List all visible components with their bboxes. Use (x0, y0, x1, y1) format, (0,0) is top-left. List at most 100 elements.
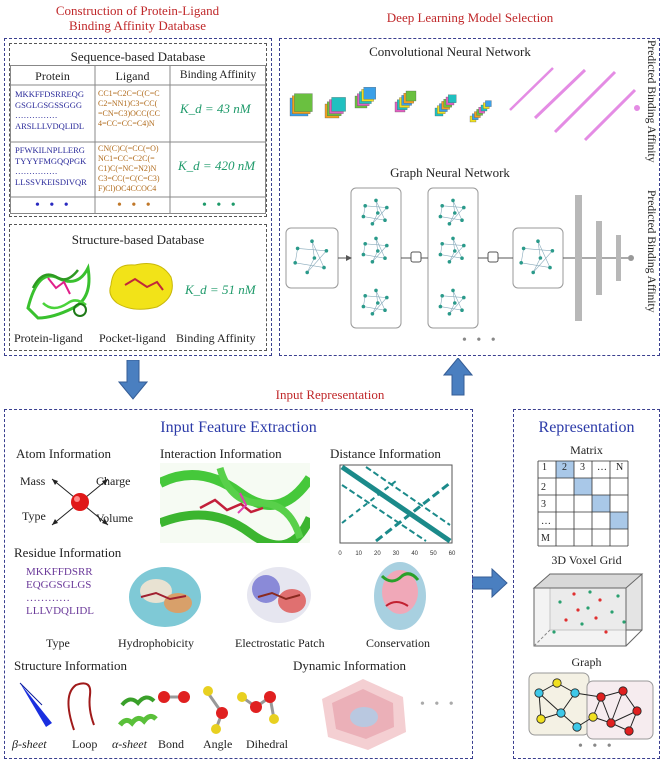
voxel-point (586, 606, 590, 610)
gnn-node (361, 252, 366, 257)
matrix-col-2: 2 (562, 462, 567, 473)
label-binding-affinity: Binding Affinity (176, 331, 256, 345)
graph-node (624, 726, 634, 736)
model-more-ellipsis: • • • (462, 333, 499, 348)
sequence-db-box (9, 43, 267, 217)
gnn-node (363, 204, 367, 208)
gnn-node (374, 236, 378, 241)
cnn-diagram (289, 67, 640, 142)
gnn-node (462, 295, 466, 300)
gnn-node (324, 249, 329, 253)
atom-label-mass: Mass (20, 474, 46, 488)
gnn-node (438, 304, 443, 309)
gnn-node (440, 204, 444, 208)
gnn-node (438, 214, 443, 219)
matrix-row-m: M (541, 533, 550, 544)
dynamic-info-title: Dynamic Information (293, 658, 406, 673)
residue-label-hydrophobicity: Hydrophobicity (118, 636, 194, 650)
voxel-title: 3D Voxel Grid (551, 553, 622, 567)
graph-node (534, 688, 544, 698)
gnn-title: Graph Neural Network (390, 165, 510, 180)
protein-ellipsis: • • • (35, 198, 72, 213)
gnn-node (305, 270, 309, 275)
sequence-db-title: Sequence-based Database (70, 49, 206, 64)
gnn-node (451, 236, 455, 241)
gnn-node (451, 198, 455, 203)
gnn-node (440, 294, 444, 298)
gnn-node (447, 312, 452, 316)
gnn-node (453, 301, 457, 305)
matrix-row-ellipsis: … (541, 516, 551, 527)
matrix-col-ellipsis: … (597, 462, 607, 473)
graph-node (556, 708, 566, 718)
gnn-node (548, 265, 552, 270)
gnn-node (376, 211, 380, 215)
distance-tick-label: 50 (430, 551, 437, 557)
kd-value-1: K_d = 43 nM (180, 101, 251, 116)
structure-db-box (9, 224, 267, 351)
dynamic-more-ellipsis: • • • (420, 697, 457, 712)
distance-info-title: Distance Information (330, 446, 441, 461)
deep-learning-header: Deep Learning Model Selection (386, 10, 554, 25)
gnn-node (460, 256, 464, 260)
gnn-node (374, 198, 378, 203)
gnn-node (370, 312, 375, 316)
feature-extraction-panel (4, 409, 473, 759)
atom-label-type: Type (22, 509, 46, 523)
gnn-node (383, 256, 387, 260)
cnn-layer (331, 97, 346, 112)
pocket-ligand-structure-image (109, 263, 173, 310)
construction-header: Construction of Protein-Ligand Binding A… (55, 3, 220, 33)
struct-label-alpha: α-sheet (112, 737, 147, 751)
gnn-node (361, 214, 366, 219)
voxel-point (580, 622, 584, 626)
gnn-node (295, 246, 300, 251)
gnn-node (370, 222, 375, 226)
voxel-point (564, 618, 568, 622)
interaction-image (160, 463, 310, 543)
struct-label-angle: Angle (203, 737, 233, 751)
gnn-node (312, 256, 317, 260)
graph-node (618, 686, 628, 696)
deep-learning-panel (279, 38, 660, 356)
interaction-info-title: Interaction Information (160, 446, 282, 461)
distance-tick-label: 0 (338, 551, 342, 557)
voxel-point (558, 600, 562, 604)
gnn-node (550, 249, 555, 253)
gnn-node (363, 242, 367, 246)
cnn-layer (448, 94, 457, 103)
distance-tick-label: 60 (449, 551, 456, 557)
input-representation-header: Input Representation (275, 387, 385, 402)
structure-elements (19, 682, 279, 734)
feature-extraction-title: Input Feature Extraction (160, 419, 317, 436)
gnn-node (383, 308, 387, 312)
graph-node (596, 692, 606, 702)
voxel-point (598, 598, 602, 602)
structure-kd-value: K_d = 51 nM (185, 282, 256, 297)
graph-node (588, 712, 598, 722)
voxel-point (622, 620, 626, 624)
ligand-smiles-2: CN(C)C(=CC(=O)NC1=CC=C2C(= C1)C(=NC=N2)N… (98, 144, 160, 193)
gnn-node (376, 249, 380, 253)
structure-info-title: Structure Information (14, 658, 127, 673)
struct-label-dihedral: Dihedral (246, 737, 288, 751)
gnn-node (376, 301, 380, 305)
representation-panel (513, 409, 660, 759)
distance-tick-label: 20 (374, 551, 381, 557)
voxel-point (552, 630, 556, 634)
voxel-point (610, 610, 614, 614)
representation-title: Representation (538, 419, 635, 436)
dynamic-trajectory-image (322, 679, 406, 750)
gnn-node (438, 252, 443, 257)
graph-node (536, 714, 546, 724)
graph-node (572, 722, 582, 732)
gnn-node (531, 270, 535, 275)
voxel-point (576, 608, 580, 612)
matrix-col-3: 3 (580, 462, 585, 473)
gnn-node (453, 211, 457, 215)
gnn-node (385, 205, 389, 210)
gnn-node (453, 249, 457, 253)
struct-label-beta: β-sheet (12, 737, 47, 751)
gnn-node (447, 222, 452, 226)
